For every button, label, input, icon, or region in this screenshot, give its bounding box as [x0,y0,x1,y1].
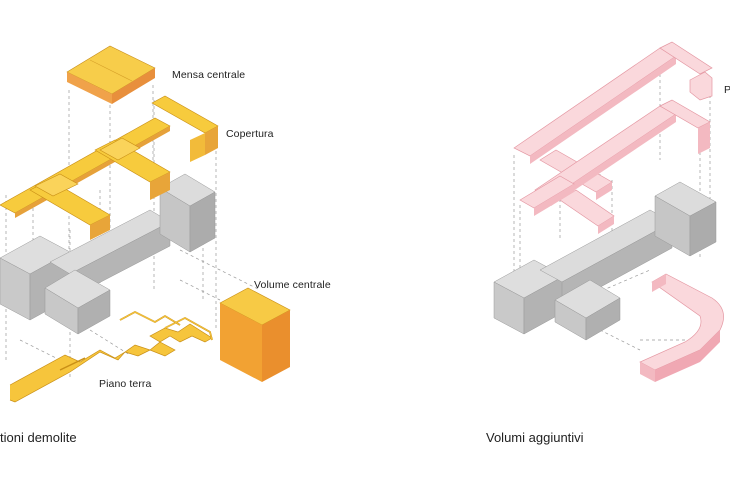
existing-volumes-left [0,173,216,335]
label-mensa-centrale: Mensa centrale [172,69,246,81]
volume-centrale-block [219,287,291,382]
label-partial-right: P [724,84,730,96]
left-axonometric [0,45,291,403]
caption-left: tioni demolite [0,430,77,445]
mensa-centrale-block [66,45,156,104]
label-volume-centrale: Volume centrale [254,279,331,291]
copertura-roof [0,95,219,240]
piano-terra-outline [9,310,213,403]
label-piano-terra: Piano terra [99,378,152,390]
label-copertura: Copertura [226,128,274,140]
right-axonometric [493,41,724,382]
caption-right: Volumi aggiuntivi [486,430,584,445]
existing-volumes-right [493,181,717,341]
added-volumes [513,41,724,382]
